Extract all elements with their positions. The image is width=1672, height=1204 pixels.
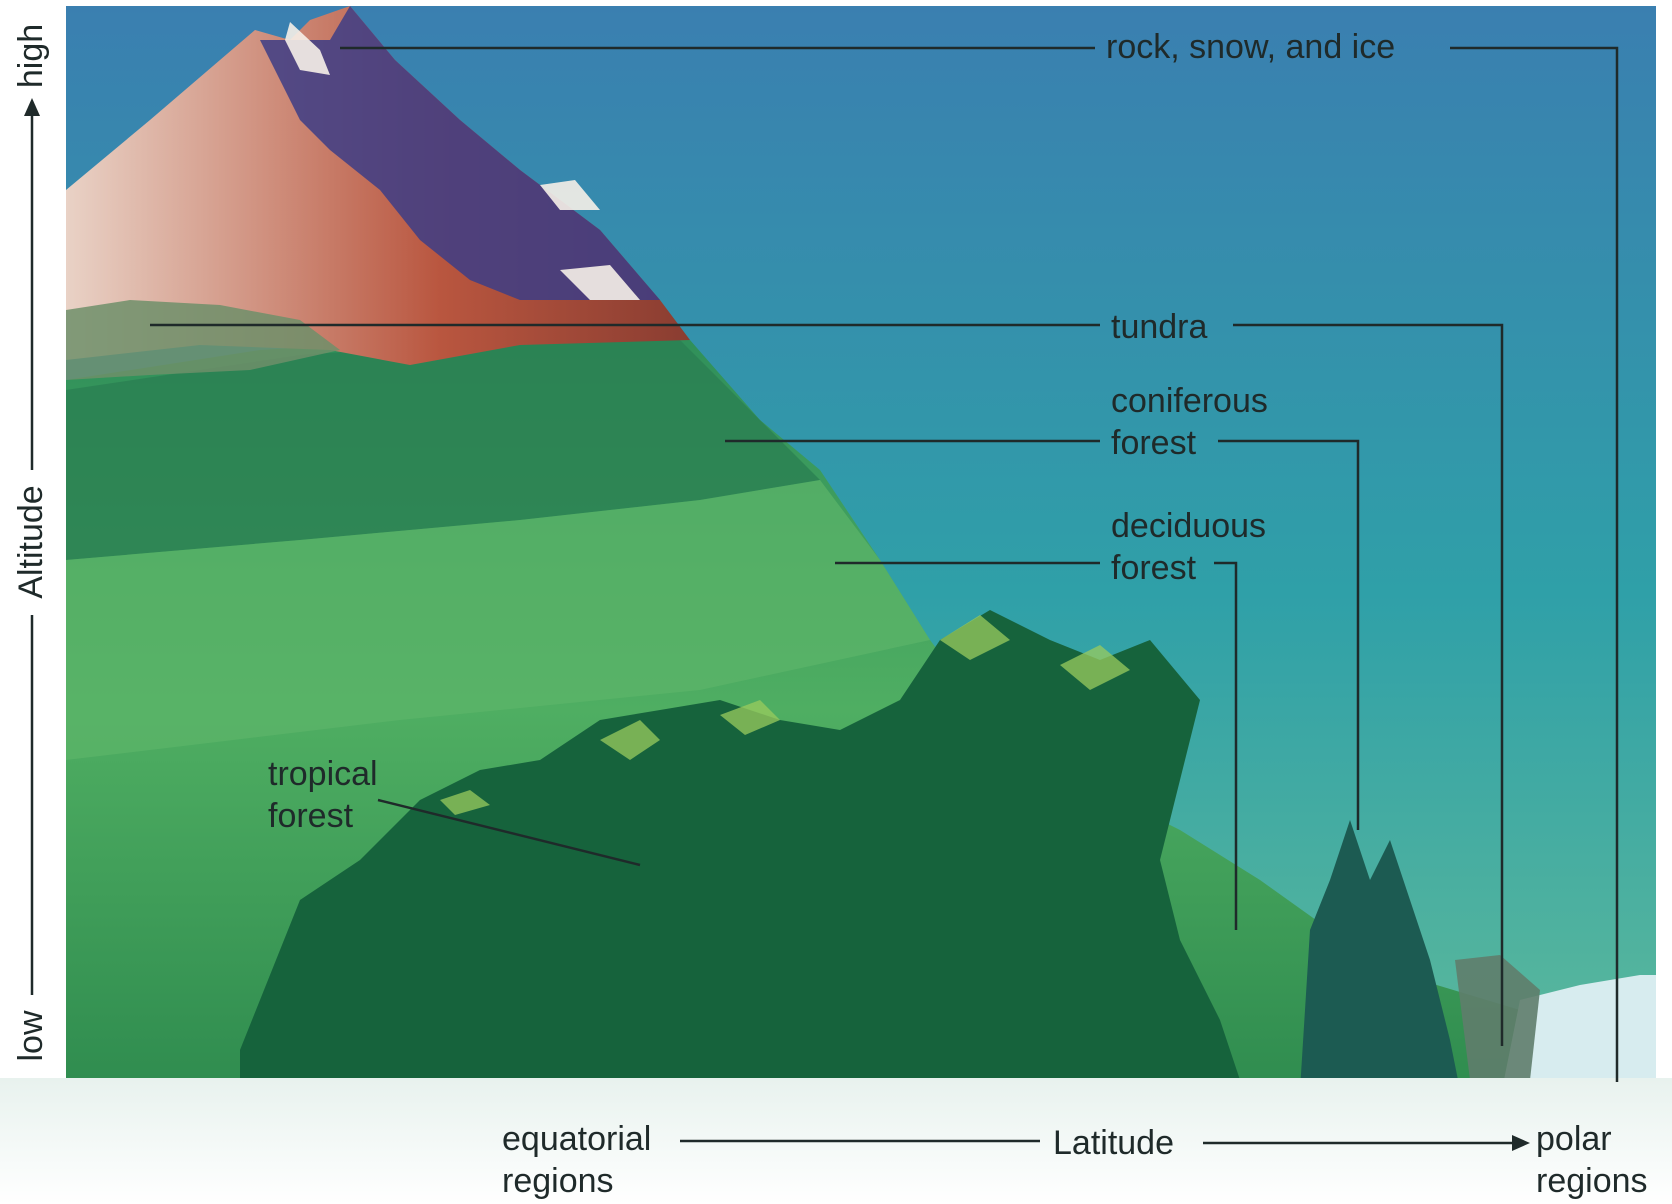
label-tropical-line2: forest <box>268 795 353 837</box>
altitude-arrowhead <box>24 98 40 116</box>
altitude-axis-title: Altitude <box>12 474 52 610</box>
label-deciduous-line2: forest <box>1111 547 1196 589</box>
label-coniferous-line2: forest <box>1111 422 1196 464</box>
equatorial-label-line2: regions <box>502 1160 614 1202</box>
label-tundra: tundra <box>1111 306 1207 348</box>
label-tropical-line1: tropical <box>268 753 378 795</box>
equatorial-label-line1: equatorial <box>502 1118 651 1160</box>
altitude-high-label: high <box>12 16 52 96</box>
label-deciduous-line1: deciduous <box>1111 505 1266 547</box>
altitude-low-label: low <box>12 996 52 1076</box>
polar-label-line1: polar <box>1536 1118 1612 1160</box>
polar-label-line2: regions <box>1536 1160 1648 1202</box>
label-rock-snow-ice: rock, snow, and ice <box>1106 26 1395 68</box>
latitude-axis-title: Latitude <box>1053 1122 1174 1164</box>
label-coniferous-line1: coniferous <box>1111 380 1268 422</box>
